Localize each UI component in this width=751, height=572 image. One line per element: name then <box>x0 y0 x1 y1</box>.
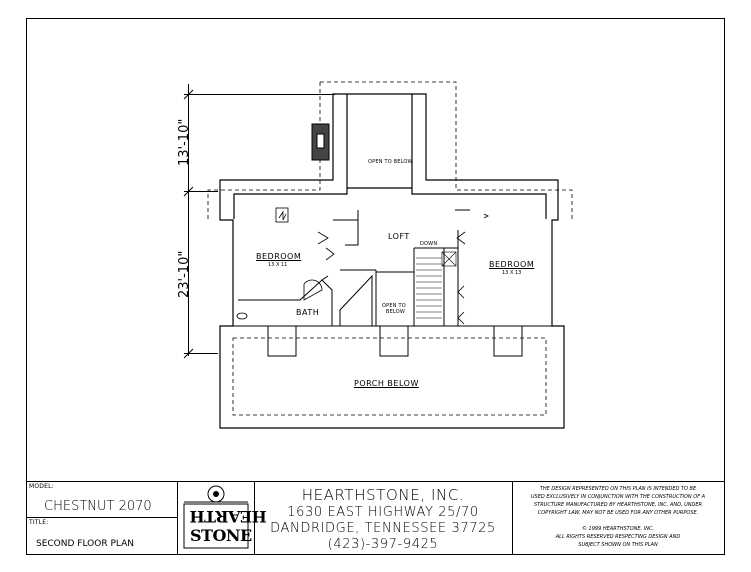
bedroom-left-label: BEDROOM <box>256 252 302 261</box>
sheet-border <box>26 18 725 482</box>
notice-line-3: STRUCTURE MANUFACTURED BY HEARTHSTONE, I… <box>533 502 703 508</box>
notice-line-4: COPYRIGHT LAW, MAY NOT BE USED FOR ANY O… <box>537 510 699 516</box>
hearthstone-logo: HEARTH STONE <box>180 484 267 552</box>
copyright-line-1: © 1999 HEARTHSTONE, INC. <box>581 526 655 532</box>
loft-label: LOFT <box>388 232 410 241</box>
copyright-line-2: ALL RIGHTS RESERVED RESPECTING DESIGN AN… <box>555 534 681 540</box>
copyright-line-3: SUBJECT SHOWN ON THIS PLAN <box>578 542 658 548</box>
notice-line-1: THE DESIGN REPRESENTED ON THIS PLAN IS I… <box>539 486 697 492</box>
bath-label: BATH <box>296 308 320 317</box>
down-label: DOWN <box>420 241 438 247</box>
notice-line-2: USED EXCLUSIVELY IN CONJUNCTION WITH THE… <box>530 494 706 500</box>
company-name: HEARTHSTONE, INC. <box>301 486 465 504</box>
bedroom-right-label: BEDROOM <box>489 260 535 269</box>
fixtures <box>236 207 489 325</box>
logo-text-bottom: STONE <box>190 526 252 545</box>
dimension-lines <box>183 84 335 359</box>
company-phone: (423)-397-9425 <box>327 537 439 552</box>
open-to-below-center-2: BELOW <box>386 309 406 315</box>
model-value: CHESTNUT 2070 <box>44 499 152 514</box>
overhang-dashed <box>207 81 573 416</box>
open-to-below-center-1: OPEN TO <box>382 303 406 309</box>
interior-walls <box>238 209 470 327</box>
porch-below-label: PORCH BELOW <box>354 379 419 388</box>
dormers <box>220 325 564 357</box>
exterior-walls <box>219 93 565 429</box>
bedroom-left-size: 13 X 11 <box>268 262 288 268</box>
open-to-below-top: OPEN TO BELOW <box>368 159 413 165</box>
dimension-upper: 13'-10" <box>177 118 192 166</box>
chimney <box>311 123 330 161</box>
title-value: SECOND FLOOR PLAN <box>36 539 134 549</box>
model-label: MODEL: <box>29 483 54 490</box>
company-address-2: DANDRIDGE, TENNESSEE 37725 <box>270 521 496 536</box>
bedroom-right-size: 13 X 13 <box>502 270 522 276</box>
title-label: TITLE: <box>29 519 49 526</box>
dimension-lower: 23'-10" <box>177 250 192 298</box>
company-address-1: 1630 EAST HIGHWAY 25/70 <box>287 505 479 520</box>
stairs <box>416 251 457 319</box>
